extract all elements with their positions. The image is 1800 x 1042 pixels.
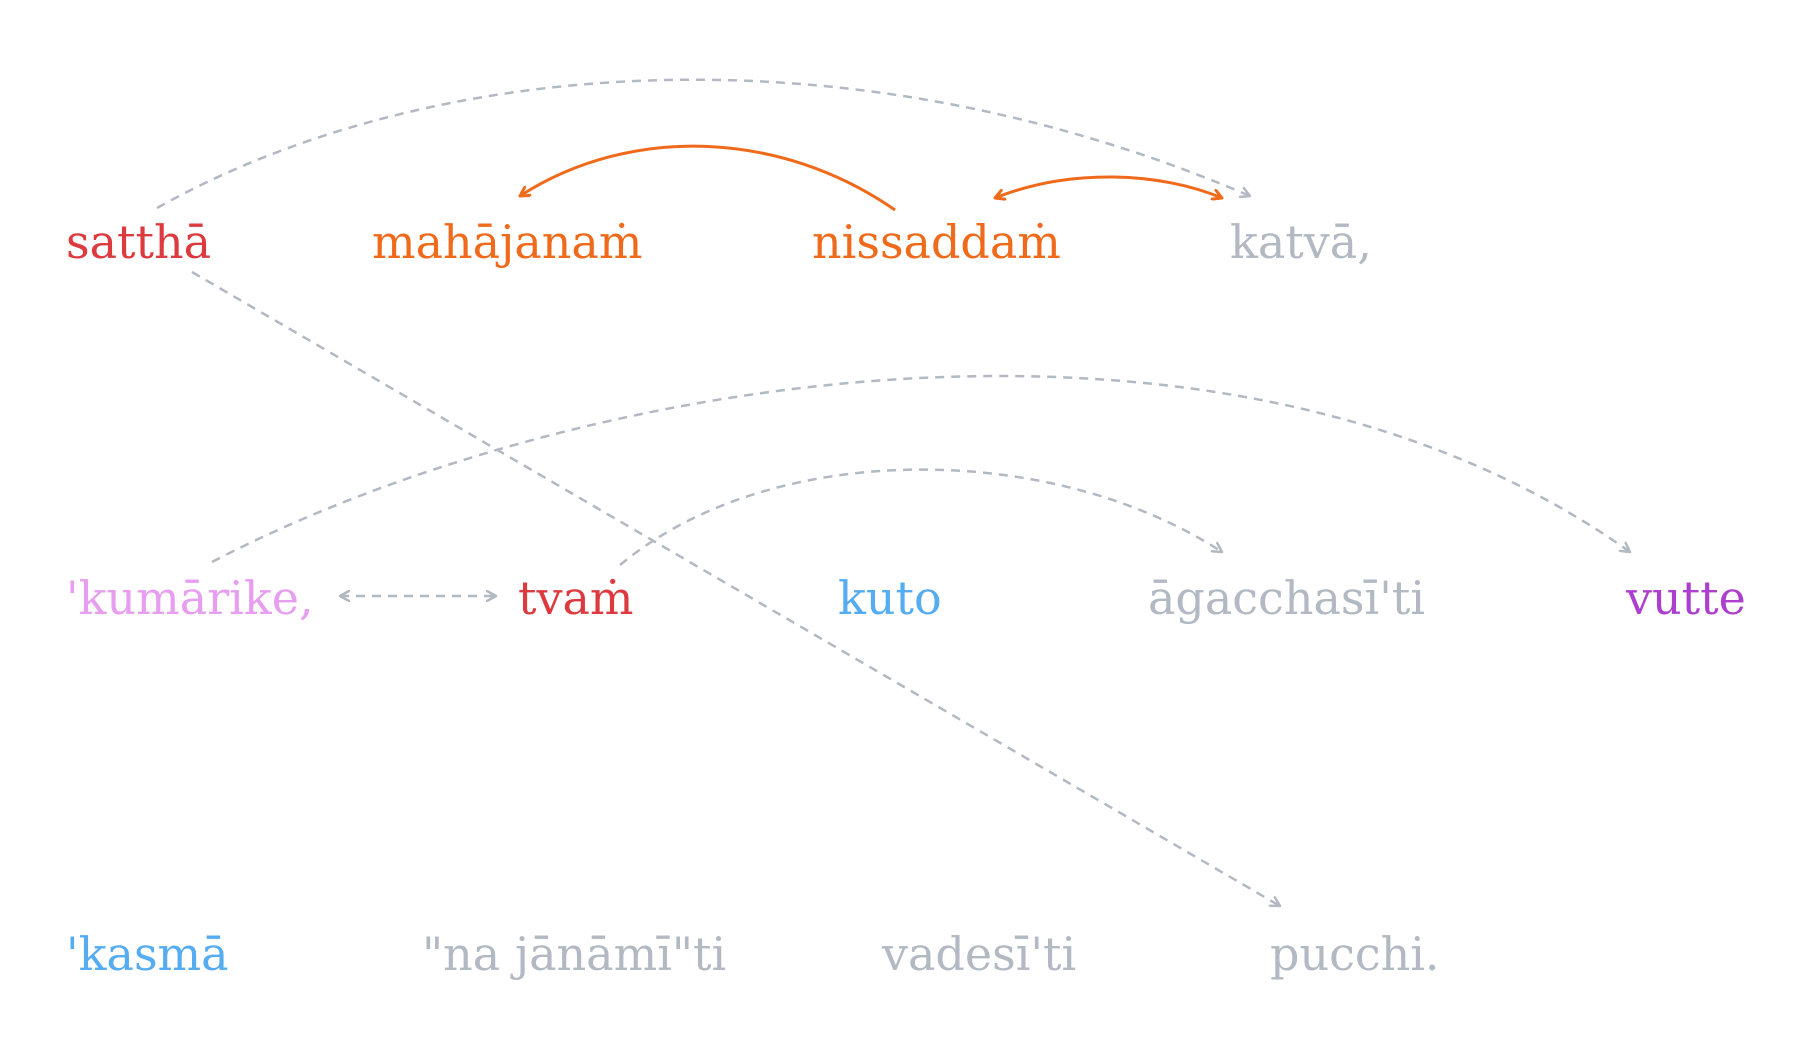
word-na-janamiti: "na jānāmī"ti — [422, 927, 726, 981]
link-nissaddam-mahajanam — [520, 144, 896, 212]
link-nissaddam-katva — [995, 175, 1222, 198]
link-tvam-agacchasiti — [619, 468, 1222, 566]
words-layer: satthā mahājanaṁ nissaddaṁ katvā, 'kumār… — [66, 215, 1746, 981]
link-kumarike-vutte — [211, 374, 1630, 564]
word-vadesiti: vadesī'ti — [881, 927, 1076, 981]
word-kuto: kuto — [838, 571, 942, 625]
word-nissaddam: nissaddaṁ — [812, 215, 1061, 269]
word-agacchasiti: āgacchasī'ti — [1148, 571, 1425, 625]
link-sattha-pucchi — [191, 270, 1280, 906]
word-katva: katvā, — [1230, 215, 1372, 269]
word-kasma: 'kasmā — [66, 927, 229, 981]
word-kumarike: 'kumārike, — [66, 571, 314, 625]
word-tvam: tvaṁ — [518, 571, 634, 625]
links-layer — [156, 78, 1630, 906]
link-sattha-katva — [156, 78, 1250, 210]
word-pucchi: pucchi. — [1270, 927, 1440, 981]
word-mahajanam: mahājanaṁ — [372, 215, 642, 269]
word-sattha: satthā — [66, 215, 211, 269]
word-vutte: vutte — [1625, 571, 1746, 625]
